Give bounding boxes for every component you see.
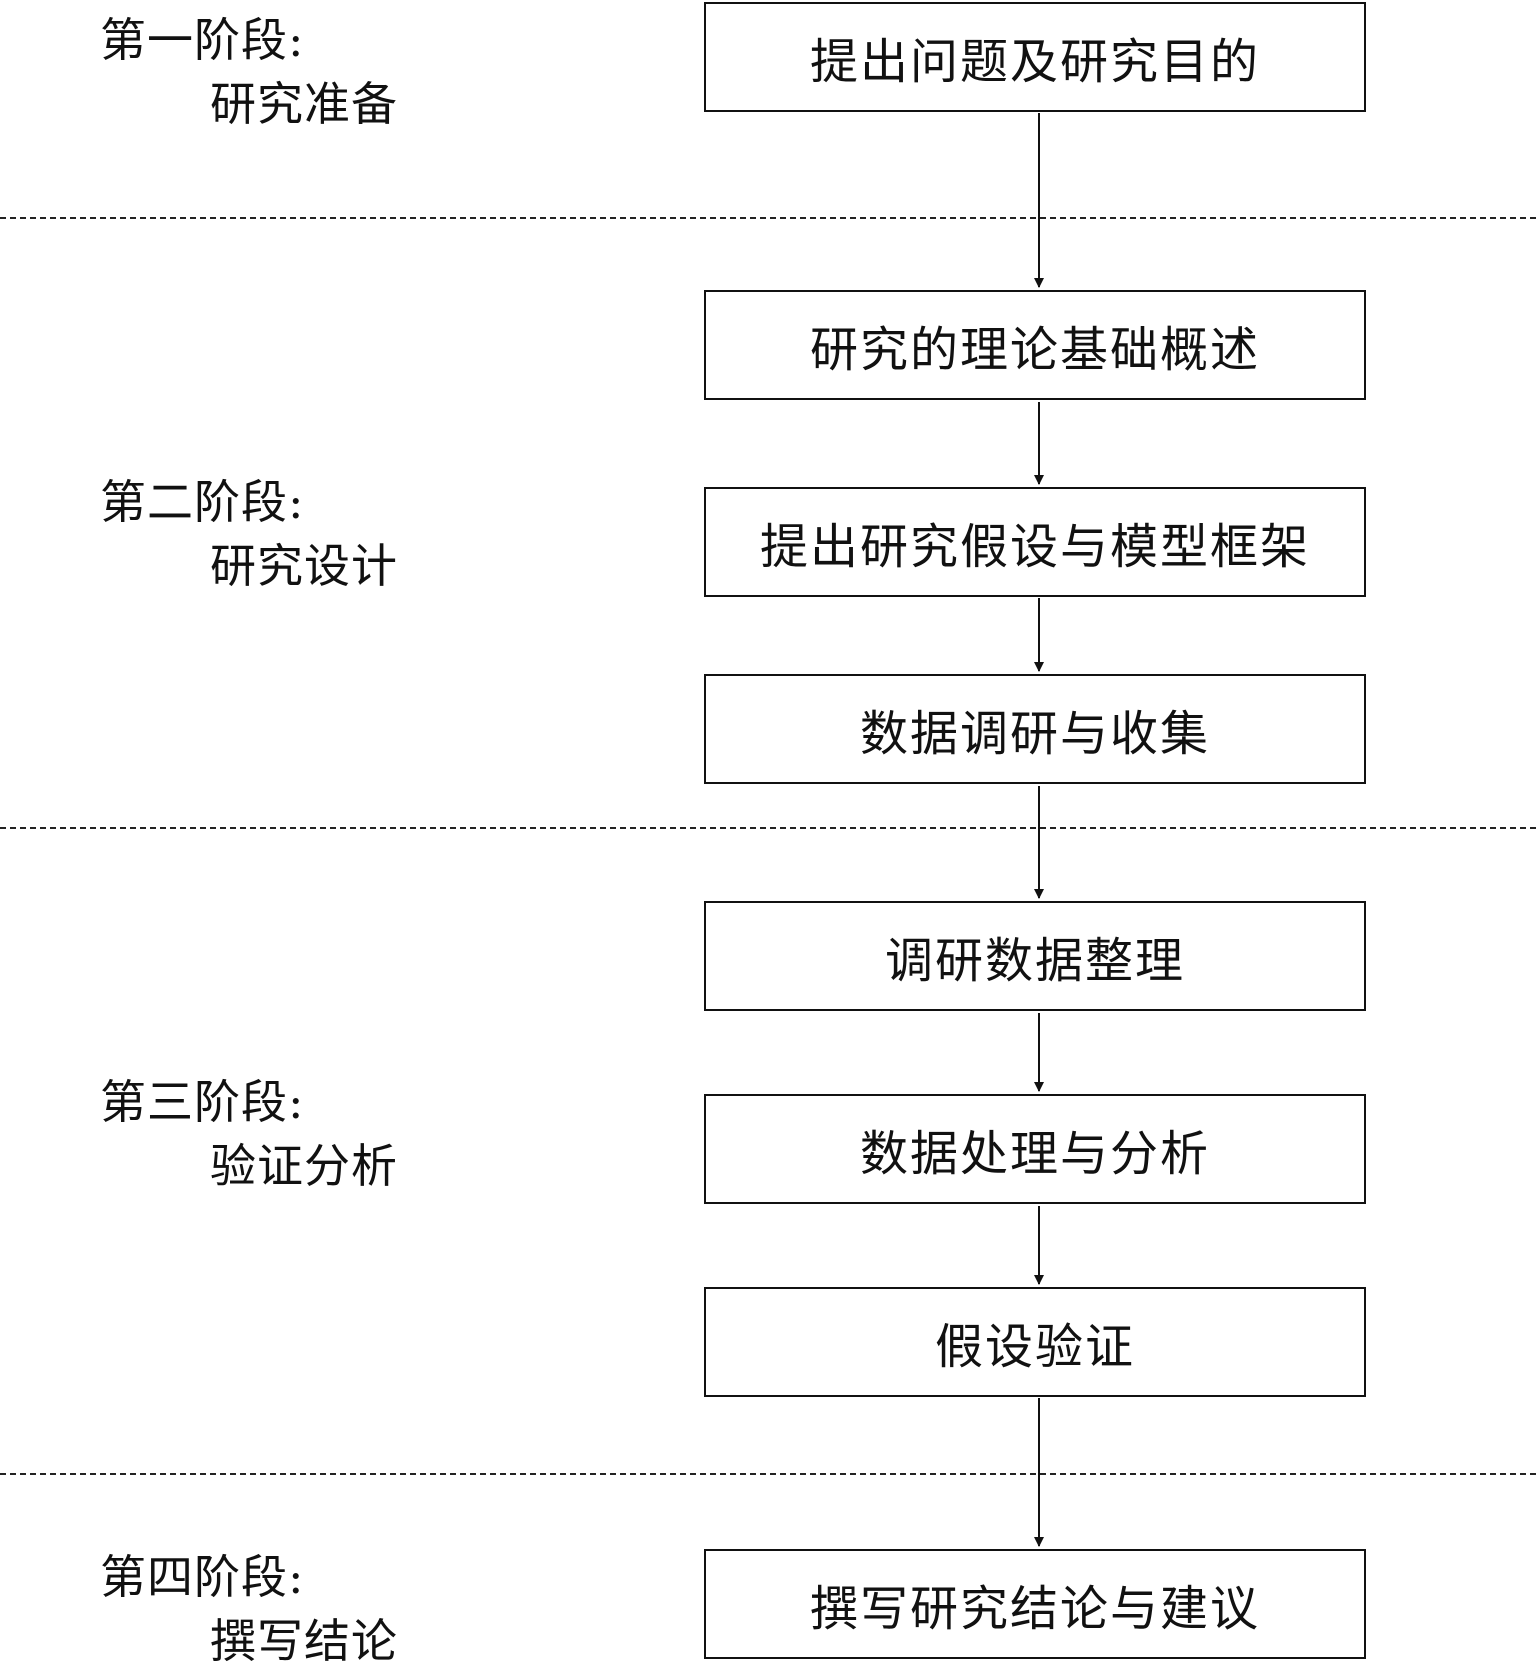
stage-label-4: 第四阶段: 撰写结论 [100,1545,398,1673]
step-box-8: 撰写研究结论与建议 [704,1549,1366,1659]
step-box-7: 假设验证 [704,1287,1366,1397]
stage-4-title: 第四阶段: [100,1550,305,1604]
step-box-4: 数据调研与收集 [704,674,1366,784]
step-box-5: 调研数据整理 [704,901,1366,1011]
stage-4-name: 撰写结论 [210,1614,398,1668]
step-box-6: 数据处理与分析 [704,1094,1366,1204]
stage-2-title: 第二阶段: [100,475,305,529]
step-box-2: 研究的理论基础概述 [704,290,1366,400]
step-box-3: 提出研究假设与模型框架 [704,487,1366,597]
stage-2-name: 研究设计 [210,539,398,593]
stage-divider-2 [0,827,1536,829]
step-box-1: 提出问题及研究目的 [704,2,1366,112]
stage-label-1: 第一阶段: 研究准备 [100,8,398,136]
stage-divider-3 [0,1473,1536,1475]
stage-3-name: 验证分析 [210,1139,398,1193]
stage-1-name: 研究准备 [210,77,398,131]
stage-3-title: 第三阶段: [100,1075,305,1129]
stage-1-title: 第一阶段: [100,13,305,67]
stage-divider-1 [0,217,1536,219]
stage-label-3: 第三阶段: 验证分析 [100,1070,398,1198]
stage-label-2: 第二阶段: 研究设计 [100,470,398,598]
